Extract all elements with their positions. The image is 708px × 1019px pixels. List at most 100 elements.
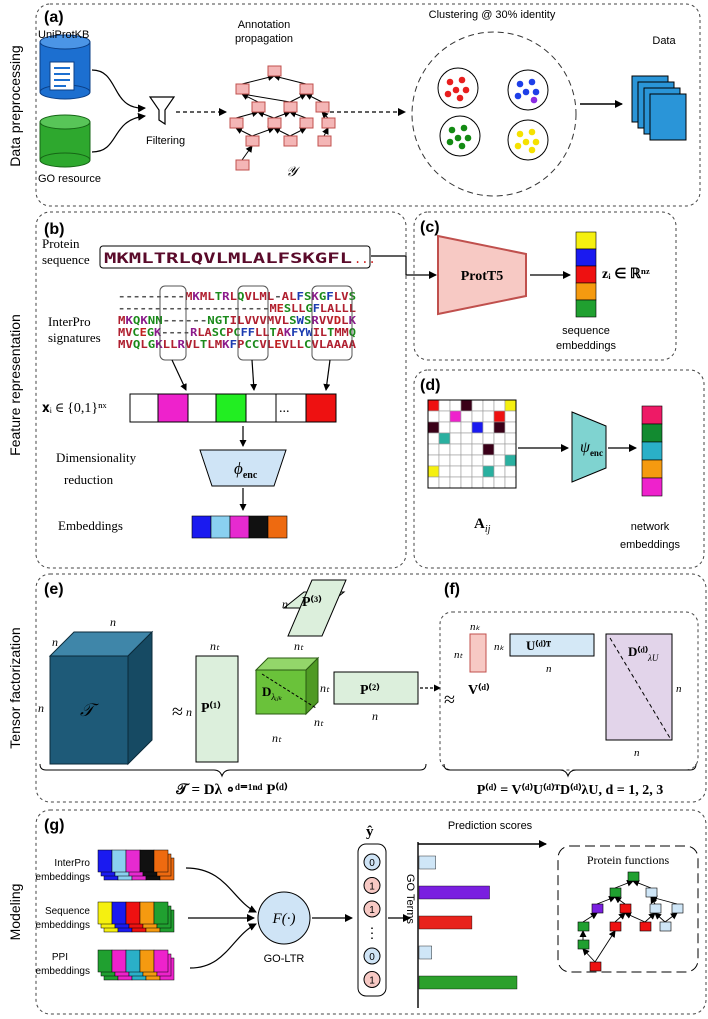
function-dag-edge [654, 912, 666, 923]
adjacency-cell [493, 443, 506, 456]
protein-functions-dag [577, 871, 684, 972]
adjacency-cell [504, 443, 517, 456]
adjacency-cell [460, 443, 473, 456]
d-diagonal [609, 637, 671, 739]
embedding-cell [575, 282, 597, 301]
cluster-point [522, 138, 530, 146]
clustering-label: Clustering @ 30% identity [429, 9, 556, 21]
g-interpro-stack [97, 849, 175, 881]
y-hat-circle [363, 947, 381, 965]
function-dag-edge [614, 879, 634, 889]
prott5-model [437, 234, 527, 316]
panel-f: (f) ≈ nₖ nₜ V⁽ᵈ⁾ U⁽ᵈ⁾ᵀ nₖ n D⁽ᵈ⁾λU n n P… [439, 581, 699, 798]
function-dag-edge [644, 912, 656, 923]
stacked-embedding-cell [139, 901, 155, 925]
stacked-embedding-cell [97, 849, 113, 873]
stacked-embedding-cell [111, 901, 127, 925]
psi-encoder [571, 411, 607, 483]
adjacency-cell [438, 465, 451, 478]
go-terms-axis-label: GO Terms [404, 874, 416, 924]
p2-n: n [372, 709, 378, 723]
prott5-label: ProtT5 [461, 269, 504, 284]
cluster-point [446, 78, 454, 86]
adjacency-cell [460, 476, 473, 489]
dag-edge [251, 126, 275, 137]
u-label: U⁽ᵈ⁾ᵀ [526, 638, 552, 653]
sequence-embeddings-label-2: embeddings [556, 340, 616, 352]
g-interpro-arrow [185, 867, 257, 913]
cube-n-top: n [110, 615, 116, 629]
cluster-point [514, 142, 522, 150]
panel-g-frame [35, 809, 707, 1015]
function-dag-node [609, 921, 622, 932]
panel-a-label: (a) [44, 9, 64, 26]
xi-dots: ... [279, 401, 290, 416]
p2-label: P⁽²⁾ [360, 683, 380, 698]
embedding-cell [575, 231, 597, 250]
adjacency-cell [471, 410, 484, 423]
section-tensor-factorization: Tensor factorization [7, 627, 23, 748]
section-modeling: Modeling [7, 884, 23, 941]
go-terms-symbol: 𝒴 [286, 165, 301, 180]
interpro-embedding-vector [191, 515, 288, 539]
adjacency-cell [482, 443, 495, 456]
adjacency-cell [460, 399, 473, 412]
cube-n-left-top: n [52, 635, 58, 649]
adjacency-cell [438, 454, 451, 467]
xi-cell [305, 393, 337, 423]
dag-node [321, 117, 336, 129]
cluster-point [462, 86, 470, 94]
clusters [437, 67, 549, 161]
section-data-preprocessing: Data preprocessing [7, 45, 23, 166]
dag-node [283, 135, 298, 147]
panel-c: (c) ProtT5 zᵢ ∈ ℝⁿᶻ sequence embeddings [413, 211, 677, 361]
y-hat-label: ŷ [366, 824, 374, 840]
cluster-point [446, 138, 454, 146]
g-sequence-label-1: Sequence [45, 906, 90, 917]
d-n-side: n [676, 683, 682, 695]
v-nt: nₜ [454, 649, 464, 661]
alignment-row: MKQKNN------NGTILVVVMVLSWSRVVDLK [118, 315, 357, 327]
p1-n: n [186, 705, 192, 719]
function-dag-edge [596, 895, 616, 905]
annotation-label-1: Annotation [238, 19, 291, 31]
function-dag-node [659, 921, 672, 932]
function-dag-edge [614, 912, 626, 923]
z-label: zᵢ ∈ ℝⁿᶻ [602, 267, 650, 282]
filtering-label: Filtering [146, 135, 185, 147]
cluster-point [444, 90, 452, 98]
e-formula: 𝒯 = Dλ ∘ᵈ⁼¹ⁿᵈ P⁽ᵈ⁾ [175, 782, 288, 798]
embedding-cell [575, 248, 597, 267]
embedding-cell [575, 265, 597, 284]
section-feature-representation: Feature representation [7, 314, 23, 456]
p3-label: P⁽³⁾ [302, 595, 322, 610]
cluster-point [452, 86, 460, 94]
stacked-embedding-cell [139, 949, 155, 973]
stacked-embedding-cell [139, 849, 155, 873]
filter-funnel-icon [148, 96, 176, 126]
panel-c-frame [413, 211, 677, 361]
prediction-bars [418, 855, 518, 990]
adjacency-cell [493, 432, 506, 445]
xi-label: 𝐱ᵢ ∈ {0,1}ⁿˣ [42, 401, 108, 416]
adjacency-cell [482, 465, 495, 478]
dim-reduction-label-1: Dimensionality [56, 450, 137, 465]
phi-encoder [199, 449, 287, 487]
d-label: D⁽ᵈ⁾λU [628, 644, 659, 663]
adjacency-cell [504, 421, 517, 434]
embedding-cell [210, 515, 231, 539]
prediction-bar [418, 915, 473, 930]
cube-n-left: n [38, 701, 44, 715]
p3-body [287, 579, 347, 637]
dag-edge [241, 91, 291, 103]
dag-node [283, 101, 298, 113]
stacked-embedding-cell [125, 849, 141, 873]
panel-g-label: (g) [44, 817, 64, 834]
adjacency-cell [493, 410, 506, 423]
cluster-point [532, 138, 540, 146]
xi-cell [245, 393, 277, 423]
data-documents-icon [631, 75, 687, 141]
g-ppi-stack [97, 949, 175, 981]
p3-n: n [282, 597, 288, 611]
